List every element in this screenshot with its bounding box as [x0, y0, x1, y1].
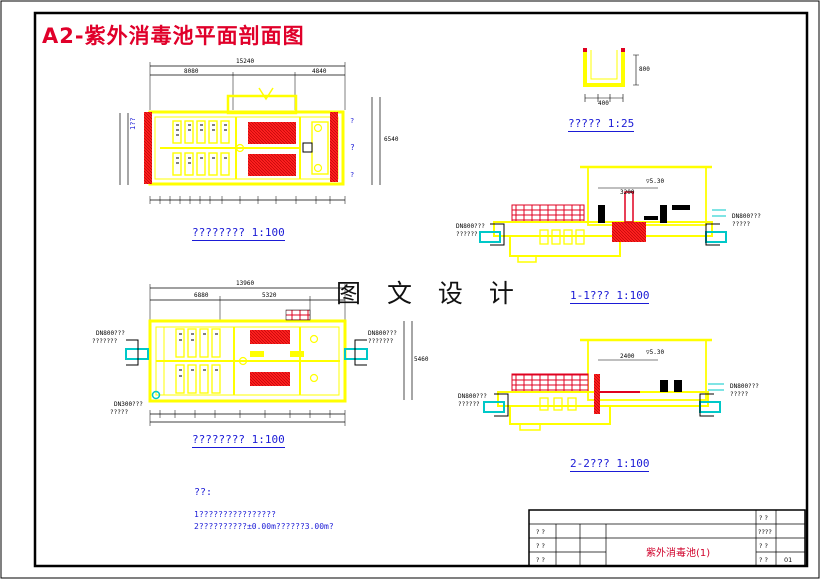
notes-heading: ??:	[194, 487, 213, 498]
span-section-1: 3200	[620, 189, 635, 196]
detail-drawing	[583, 48, 639, 102]
elev-section-2: ▽5.30	[646, 349, 665, 356]
title-block-right-2: ????	[758, 528, 772, 536]
pipe-label-left-b: DN300???	[114, 401, 143, 408]
dim-detail-w: 400	[598, 100, 609, 107]
svg-text:?: ?	[350, 117, 354, 125]
title-block-row-3: ? ?	[536, 556, 545, 564]
pipe-sublabel-left-a: ???????	[92, 338, 118, 345]
notes-line-2: 2??????????±0.00m??????3.00m?	[194, 522, 334, 531]
svg-text:1??: 1??	[129, 117, 137, 130]
section-2-drawing	[483, 338, 724, 431]
dim-top-right: 4840	[312, 68, 327, 75]
caption-section-1: 1-1??? 1:100	[570, 289, 650, 304]
span-section-2: 2400	[620, 353, 635, 360]
pipe-sublabel-sec1-right: ?????	[732, 221, 751, 228]
dim-height-top: 6540	[384, 136, 399, 143]
title-block-right-3: ? ?	[759, 542, 768, 550]
plan-top-drawing: ? 1?? ? ?	[119, 62, 381, 204]
pipe-label-sec1-right: DN800???	[732, 213, 761, 220]
pipe-label-sec2-left: DN800???	[458, 393, 487, 400]
sheet-title: A2-紫外消毒池平面剖面图	[42, 24, 305, 48]
pipe-sublabel-left-b: ?????	[110, 409, 129, 416]
pipe-sublabel-right-a: ???????	[368, 338, 394, 345]
svg-text:?: ?	[350, 143, 355, 152]
inner-frame	[33, 11, 809, 568]
dim-bot-right: 5320	[262, 292, 277, 299]
pipe-label-left-a: DN800???	[96, 330, 125, 337]
pipe-sublabel-sec2-left: ??????	[458, 401, 480, 408]
dim-bot-overall: 13960	[236, 280, 255, 287]
caption-plan-bottom: ???????? 1:100	[192, 433, 285, 448]
caption-section-2: 2-2??? 1:100	[570, 457, 650, 472]
title-block-row-1: ? ?	[536, 528, 545, 536]
pipe-sublabel-sec2-right: ?????	[730, 391, 749, 398]
dim-top-left: 8080	[184, 68, 199, 75]
pipe-sublabel-sec1-left: ??????	[456, 231, 478, 238]
section-1-drawing	[479, 165, 727, 263]
title-block-right-4: ? ?	[759, 556, 768, 564]
title-block-drawing-name: 紫外消毒池(1)	[646, 548, 711, 559]
dim-height-bot: 5460	[414, 356, 429, 363]
notes-line-1: 1????????????????	[194, 510, 276, 519]
dim-detail-h: 800	[639, 66, 650, 73]
pipe-label-sec1-left: DN800???	[456, 223, 485, 230]
title-block-row-2: ? ?	[536, 542, 545, 550]
svg-text:?: ?	[350, 171, 354, 179]
pipe-label-right-a: DN800???	[368, 330, 397, 337]
dim-bot-left: 6880	[194, 292, 209, 299]
title-block-right-1: ? ?	[759, 514, 768, 522]
dim-top-overall: 15240	[236, 58, 255, 65]
plan-bottom-drawing	[125, 284, 413, 426]
caption-detail: ????? 1:25	[568, 117, 635, 132]
caption-plan-top: ???????? 1:100	[192, 226, 285, 241]
elev-section-1: ▽5.30	[646, 178, 665, 185]
pipe-label-sec2-right: DN800???	[730, 383, 759, 390]
title-block-sheet-no: 01	[784, 556, 793, 564]
watermark: 图 文 设 计	[336, 279, 523, 308]
title-block-frame	[528, 509, 806, 567]
